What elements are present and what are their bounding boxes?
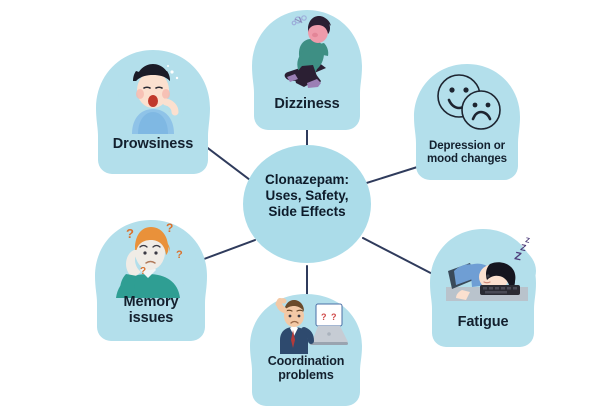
svg-text:Z: Z	[513, 250, 522, 263]
center-title-line-2: Uses, Safety,	[265, 188, 349, 204]
center-title-line-1: Clonazepam:	[264, 172, 349, 187]
dizziness-label-text: Dizziness	[274, 96, 340, 112]
forgetful-person-question-marks-illustration: ? ? ? ?	[106, 222, 196, 298]
svg-text:?: ?	[331, 312, 337, 322]
memory-label-line-2: issues	[128, 310, 174, 327]
memory-label-line-1: Memory	[123, 294, 179, 310]
coordination-label-line-1: Coordination	[267, 354, 345, 368]
node-depression[interactable]: Depression or mood changes	[404, 62, 530, 182]
svg-text:?: ?	[126, 226, 134, 241]
sleeping-at-keyboard-illustration: Z Z Z	[432, 237, 536, 304]
node-drowsiness-label: Drowsiness	[88, 136, 218, 152]
center-title-line-3: Side Effects	[268, 204, 346, 220]
node-dizziness-label: Dizziness	[243, 96, 371, 112]
node-coordination-label: Coordination problems	[240, 354, 372, 382]
yawning-person-illustration	[118, 59, 188, 134]
fatigue-label-text: Fatigue	[457, 314, 509, 330]
crouching-dizzy-person-illustration	[284, 15, 331, 88]
depression-label-line-2: mood changes	[427, 152, 507, 165]
node-fatigue-label: Fatigue	[420, 314, 546, 330]
svg-text:Z: Z	[525, 237, 531, 245]
connector-center-memory	[195, 239, 256, 263]
svg-text:?: ?	[176, 249, 183, 261]
coordination-label-line-2: problems	[278, 368, 334, 382]
node-fatigue[interactable]: Z Z Z Fatigue	[420, 227, 546, 349]
depression-label-line-1: Depression or	[428, 140, 506, 152]
svg-text:?: ?	[166, 222, 173, 235]
node-memory[interactable]: ? ? ? ? Memory issues	[86, 218, 216, 344]
svg-text:?: ?	[140, 266, 146, 277]
svg-text:?: ?	[321, 312, 327, 322]
center-ellipse-shape	[243, 145, 371, 263]
node-memory-label: Memory issues	[86, 294, 216, 326]
node-drowsiness[interactable]: Drowsiness	[88, 48, 218, 176]
happy-sad-faces-illustration	[437, 74, 501, 130]
svg-text:Z: Z	[520, 242, 528, 253]
node-coordination[interactable]: ?? Coordination problems	[240, 292, 372, 408]
drowsiness-label-text: Drowsiness	[112, 136, 194, 152]
center-node[interactable]: Clonazepam: Uses, Safety, Side Effects	[243, 145, 371, 263]
node-depression-label: Depression or mood changes	[404, 140, 530, 166]
node-dizziness[interactable]: Dizziness	[243, 8, 371, 132]
confused-man-laptop-illustration: ??	[275, 298, 348, 354]
